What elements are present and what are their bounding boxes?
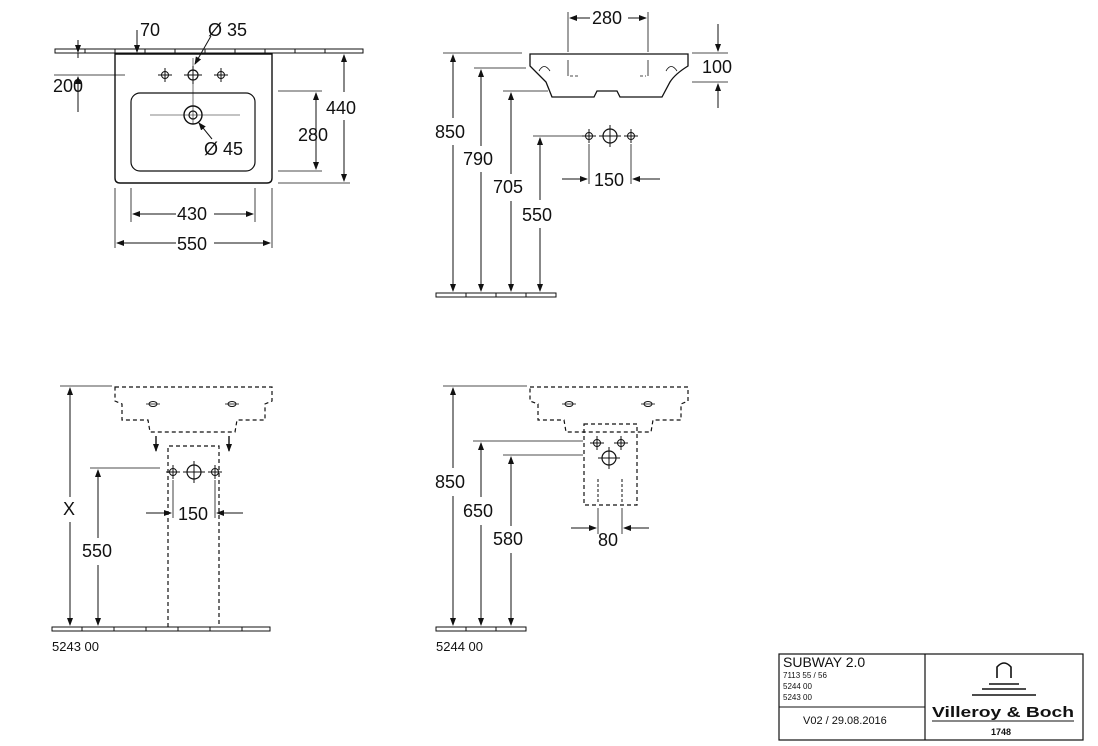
wall-hatch: [54, 48, 364, 54]
faucet-logo-icon: [972, 662, 1036, 696]
dim-tap-offset: 70: [140, 20, 160, 40]
tap-hole-right-icon: [213, 67, 229, 83]
dim-height-x: X: [63, 499, 75, 519]
dim-height-850: 850: [435, 122, 465, 142]
pedestal-connection-right-icon: [207, 464, 223, 480]
version-date: V02 / 29.08.2016: [803, 715, 887, 727]
article-number-2: 5244 00: [783, 682, 812, 691]
dim-siphon-height-650: 650: [463, 501, 493, 521]
pedestal-view-labels: X 550 150 5243 00: [52, 499, 208, 654]
floor-hatch: [435, 292, 557, 298]
dim-overflow-diameter: Ø 45: [204, 139, 243, 159]
article-number-1: 7113 55 / 56: [783, 671, 827, 680]
dim-siphon-height-850: 850: [435, 472, 465, 492]
pedestal-article-code: 5243 00: [52, 639, 99, 654]
tap-hole-left-icon: [157, 67, 173, 83]
dim-height-705: 705: [493, 177, 523, 197]
villeroy-boch-logo: Villeroy & Boch 1748: [932, 662, 1074, 737]
dim-basin-height: 100: [702, 57, 732, 77]
basin-profile: [529, 53, 689, 98]
waste-outlet-icon: [183, 105, 203, 125]
siphon-cover-dashed-outline: [583, 423, 638, 506]
siphon-view-labels: 850 650 580 80 5244 00: [435, 472, 618, 654]
product-name: SUBWAY 2.0: [783, 654, 865, 670]
basin-outline: [114, 53, 273, 184]
siphon-connection-left-icon: [589, 435, 605, 451]
side-view: [435, 12, 728, 298]
top-view-labels: 70 Ø 35 200 Ø 45 280 440 430 550: [53, 20, 356, 254]
waste-connection-icon: [598, 124, 622, 148]
top-view: [54, 30, 364, 248]
dim-siphon-height-580: 580: [493, 529, 523, 549]
siphon-waste-icon: [597, 446, 621, 470]
siphon-article-code: 5244 00: [436, 639, 483, 654]
dim-siphon-spacing-80: 80: [598, 530, 618, 550]
title-block: SUBWAY 2.0 7113 55 / 56 5244 00 5243 00 …: [778, 653, 1084, 741]
connection-right-icon: [623, 128, 639, 144]
dim-pedestal-waste-spacing: 150: [178, 504, 208, 524]
pedestal-floor-hatch: [51, 626, 271, 632]
dim-waste-spacing: 150: [594, 170, 624, 190]
brand-year: 1748: [991, 727, 1011, 737]
pedestal-view: [51, 385, 273, 632]
dim-depth-to-tap: 200: [53, 76, 83, 96]
connection-left-icon: [581, 128, 597, 144]
dim-tap-hole-diameter: Ø 35: [208, 20, 247, 40]
siphon-connection-right-icon: [613, 435, 629, 451]
dim-height-550: 550: [522, 205, 552, 225]
basin-dashed-outline: [114, 386, 273, 433]
dim-bowl-width: 430: [177, 204, 207, 224]
dim-bowl-depth: 280: [298, 125, 328, 145]
dim-pedestal-height-550: 550: [82, 541, 112, 561]
siphon-view: [435, 385, 689, 632]
dim-height-790: 790: [463, 149, 493, 169]
dim-total-width: 550: [177, 234, 207, 254]
dim-total-depth: 440: [326, 98, 356, 118]
siphon-floor-hatch: [435, 626, 527, 632]
side-view-labels: 280 100 850 790 705 550 150: [435, 8, 732, 225]
brand-name: Villeroy & Boch: [932, 704, 1074, 721]
pedestal-dashed-outline: [167, 445, 220, 627]
dim-hole-spacing: 280: [592, 8, 622, 28]
basin-dashed-outline-2: [529, 386, 689, 433]
article-number-3: 5243 00: [783, 693, 812, 702]
pedestal-waste-icon: [182, 460, 206, 484]
